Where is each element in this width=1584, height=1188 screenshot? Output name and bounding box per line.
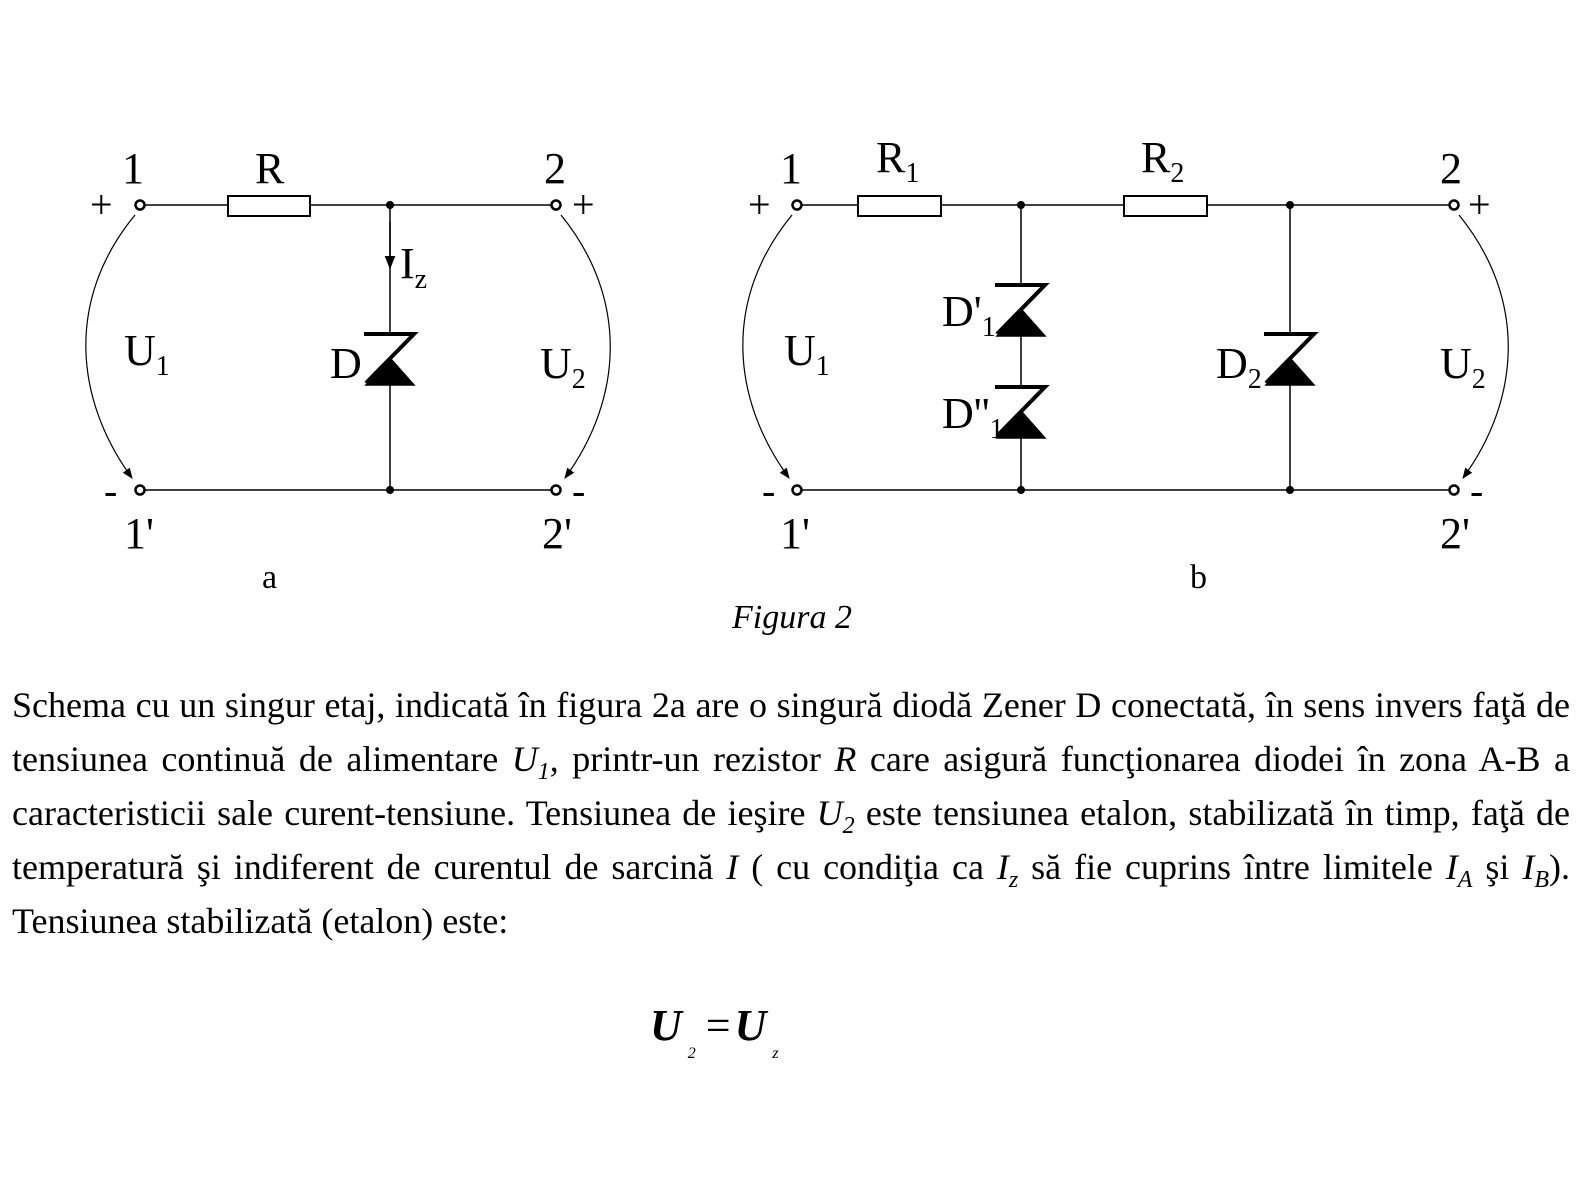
label-b-voltage-u1: U1 <box>784 326 830 382</box>
zener-diode-d1-prime <box>995 283 1050 337</box>
label-a-terminal-2prime: 2' <box>542 509 572 558</box>
junction-a-top <box>386 201 394 209</box>
figure-caption: Figura 2 <box>732 599 852 636</box>
voltage-arc-u2-a <box>560 214 611 479</box>
text-run: ). Tensiunea stabilizată (etalon) este: <box>12 847 1570 941</box>
label-a-plus-in: + <box>90 182 113 227</box>
symbol-iz: Iz <box>996 847 1019 893</box>
body-paragraph: Schema cu un singur etaj, indicată în fi… <box>12 678 1570 948</box>
terminal-b-1 <box>791 199 803 211</box>
formula-lhs-sub: 2 <box>687 1045 696 1062</box>
label-b-minus-in: - <box>762 468 775 513</box>
symbol-u1: U1 <box>511 739 550 785</box>
label-a-terminal-1: 1 <box>122 144 144 193</box>
label-b-terminal-2prime: 2' <box>1440 509 1470 558</box>
label-a-voltage-u1: U1 <box>124 326 170 382</box>
terminal-b-2prime <box>1448 484 1460 496</box>
terminal-a-1 <box>134 199 146 211</box>
label-b-diode-d1-prime: D'1 <box>942 287 996 343</box>
label-b-terminal-2: 2 <box>1440 144 1462 193</box>
label-a-sublabel: a <box>262 559 277 596</box>
junction-b-bottom-left <box>1017 486 1025 494</box>
label-b-diode-d1-double-prime: D''1 <box>942 389 1004 445</box>
resistor-r2 <box>1123 195 1208 217</box>
label-b-plus-in: + <box>748 182 771 227</box>
formula-rhs: U <box>734 1001 767 1050</box>
zener-diode-d1-double-prime <box>995 385 1050 439</box>
terminal-a-1prime <box>134 484 146 496</box>
text-run: , printr-un rezistor <box>549 739 835 779</box>
symbol-i: I <box>726 847 739 887</box>
label-a-current-iz: Iz <box>400 239 427 295</box>
label-b-voltage-u2: U2 <box>1440 339 1486 395</box>
formula-u2-equals-uz: U2=Uz <box>650 998 950 1068</box>
label-a-voltage-u2: U2 <box>540 339 586 395</box>
terminal-a-2prime <box>550 484 562 496</box>
text-run: care asigură funcţionarea diodei în zona… <box>12 739 1570 833</box>
voltage-arc-u1-a <box>85 214 136 479</box>
text-run: ( cu condiţia ca <box>738 847 997 887</box>
label-a-terminal-1prime: 1' <box>124 509 154 558</box>
text-run: este tensiunea etalon, stabilizată în ti… <box>12 793 1570 887</box>
circuit-a <box>85 195 611 496</box>
zener-diode-d2 <box>1264 332 1319 386</box>
label-b-resistor-r2: R2 <box>1141 133 1184 189</box>
label-b-minus-out: - <box>1470 468 1483 513</box>
label-b-diode-d2: D2 <box>1216 339 1262 395</box>
figure-2: 1 + - 1' R 2 + - 2' Iz D U1 U2 a <box>85 133 1509 596</box>
label-a-resistor-r: R <box>255 144 285 193</box>
voltage-arc-u1-b <box>742 214 793 479</box>
circuit-a-labels: 1 + - 1' R 2 + - 2' Iz D U1 U2 a <box>90 144 595 596</box>
symbol-ib: IB <box>1522 847 1549 893</box>
resistor-r <box>227 195 311 217</box>
formula-equals: = <box>705 1001 731 1050</box>
voltage-arc-u2-b <box>1458 214 1509 479</box>
resistor-r1 <box>857 195 942 217</box>
label-b-sublabel: b <box>1190 559 1207 596</box>
circuit-b <box>742 195 1509 496</box>
symbol-ia: IA <box>1445 847 1473 893</box>
label-a-minus-in: - <box>104 468 117 513</box>
junction-b-top-right <box>1286 201 1294 209</box>
circuit-b-labels: 1 + - 1' R1 R2 2 + - 2' D'1 D''1 D2 U1 U… <box>748 133 1491 596</box>
label-b-terminal-1: 1 <box>780 144 802 193</box>
label-a-minus-out: - <box>572 468 585 513</box>
label-a-terminal-2: 2 <box>544 144 566 193</box>
symbol-u2: U2 <box>816 793 855 839</box>
text-run: Schema cu un singur etaj, indicată în fi… <box>12 685 1570 779</box>
junction-b-bottom-right <box>1286 486 1294 494</box>
terminal-b-1prime <box>791 484 803 496</box>
label-b-plus-out: + <box>1468 182 1491 227</box>
label-b-terminal-1prime: 1' <box>780 509 810 558</box>
label-a-diode-d: D <box>330 339 362 388</box>
terminal-b-2 <box>1448 199 1460 211</box>
junction-b-top-left <box>1017 201 1025 209</box>
terminal-a-2 <box>550 199 562 211</box>
text-run: să fie cuprins între limitele <box>1018 847 1446 887</box>
zener-diode-d <box>364 332 419 386</box>
formula-lhs: U <box>650 1001 682 1050</box>
label-b-resistor-r1: R1 <box>876 133 919 189</box>
text-run: şi <box>1472 847 1523 887</box>
circuit-diagram: 1 + - 1' R 2 + - 2' Iz D U1 U2 a <box>85 133 1509 596</box>
junction-a-bottom <box>386 486 394 494</box>
formula-rhs-sub: z <box>772 1045 779 1062</box>
symbol-r: R <box>834 739 857 779</box>
label-a-plus-out: + <box>572 182 595 227</box>
